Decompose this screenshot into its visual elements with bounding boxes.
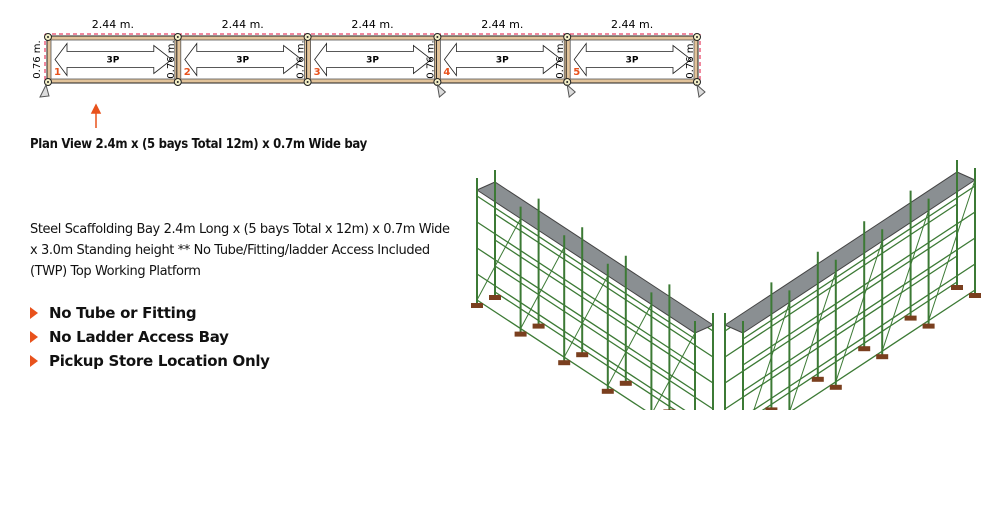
bay-3: 3P 3 2.44 m. 0.76 m.	[306, 18, 439, 84]
bay-length-label: 2.44 m.	[92, 18, 134, 31]
bullet-triangle-icon	[30, 355, 38, 367]
feature-list: No Tube or Fitting No Ladder Access Bay …	[30, 301, 270, 373]
product-description: Steel Scaffolding Bay 2.4m Long x (5 bay…	[30, 222, 450, 279]
plan-view-diagram: 3P 1 2.44 m. 0.76 m. 3P 2 2.44 m. 0.76 m. 3P 3 2.4…	[32, 18, 706, 128]
bay-width-label: 0.76 m.	[555, 40, 566, 78]
bay-length-label: 2.44 m.	[481, 18, 523, 31]
bay-load-label: 3P	[366, 56, 379, 66]
base-plate	[471, 303, 483, 308]
bullet-triangle-icon	[30, 307, 38, 319]
base-plate	[829, 384, 842, 390]
bay-number: 2	[184, 67, 191, 78]
bay-5: 3P 5 2.44 m. 0.76 m.	[565, 18, 699, 84]
bay-load-label: 3P	[236, 56, 249, 66]
bay-number: 4	[443, 67, 450, 78]
bay-load-label: 3P	[626, 56, 639, 66]
right-scaffold	[723, 160, 981, 410]
bay-length-label: 2.44 m.	[611, 18, 653, 31]
base-plate	[514, 331, 527, 337]
platform-deck	[475, 181, 715, 334]
plan-caption: Plan View 2.4m x (5 bays Total 12m) x 0.…	[30, 137, 367, 152]
support-triangle-icon	[39, 83, 50, 98]
bay-load-label: 3P	[496, 56, 509, 66]
feature-item: No Tube or Fitting	[30, 301, 270, 325]
base-plate	[969, 293, 981, 298]
bay-width-label: 0.76 m.	[166, 40, 177, 78]
direction-arrow-icon	[573, 42, 692, 77]
base-plate	[558, 360, 571, 366]
width-dimension-label: 0.76 m.	[32, 40, 43, 78]
scaffolding-3d-render	[471, 160, 981, 410]
direction-arrow-icon	[314, 42, 433, 77]
bay-length-label: 2.44 m.	[222, 18, 264, 31]
direction-arrow-icon	[54, 42, 173, 77]
support-triangle-icon	[566, 83, 576, 98]
bay-2: 3P 2 2.44 m. 0.76 m.	[176, 18, 310, 84]
support-triangle-icon	[696, 83, 706, 98]
feature-item: No Ladder Access Bay	[30, 325, 270, 349]
bay-number: 3	[314, 67, 321, 78]
support-triangle-icon	[436, 83, 447, 98]
bay-4: 3P 4 2.44 m. 0.76 m.	[435, 18, 569, 84]
bay-width-label: 0.76 m.	[685, 40, 696, 78]
direction-arrow-icon	[184, 42, 303, 77]
bay-number: 5	[573, 67, 580, 78]
platform-deck	[723, 171, 977, 334]
base-plate	[601, 388, 614, 394]
orange-arrow-icon	[90, 103, 102, 128]
base-plate	[922, 323, 935, 329]
bay-length-label: 2.44 m.	[351, 18, 393, 31]
direction-arrow-icon	[443, 42, 562, 77]
bay-load-label: 3P	[106, 56, 119, 66]
left-scaffold	[471, 170, 715, 410]
bay-width-label: 0.76 m.	[296, 40, 307, 78]
bay-1: 3P 1 2.44 m. 0.76 m.	[46, 18, 180, 84]
bay-number: 1	[54, 67, 61, 78]
bay-width-label: 0.76 m.	[425, 40, 436, 78]
base-plate	[876, 354, 889, 360]
bullet-triangle-icon	[30, 331, 38, 343]
feature-item: Pickup Store Location Only	[30, 349, 270, 373]
